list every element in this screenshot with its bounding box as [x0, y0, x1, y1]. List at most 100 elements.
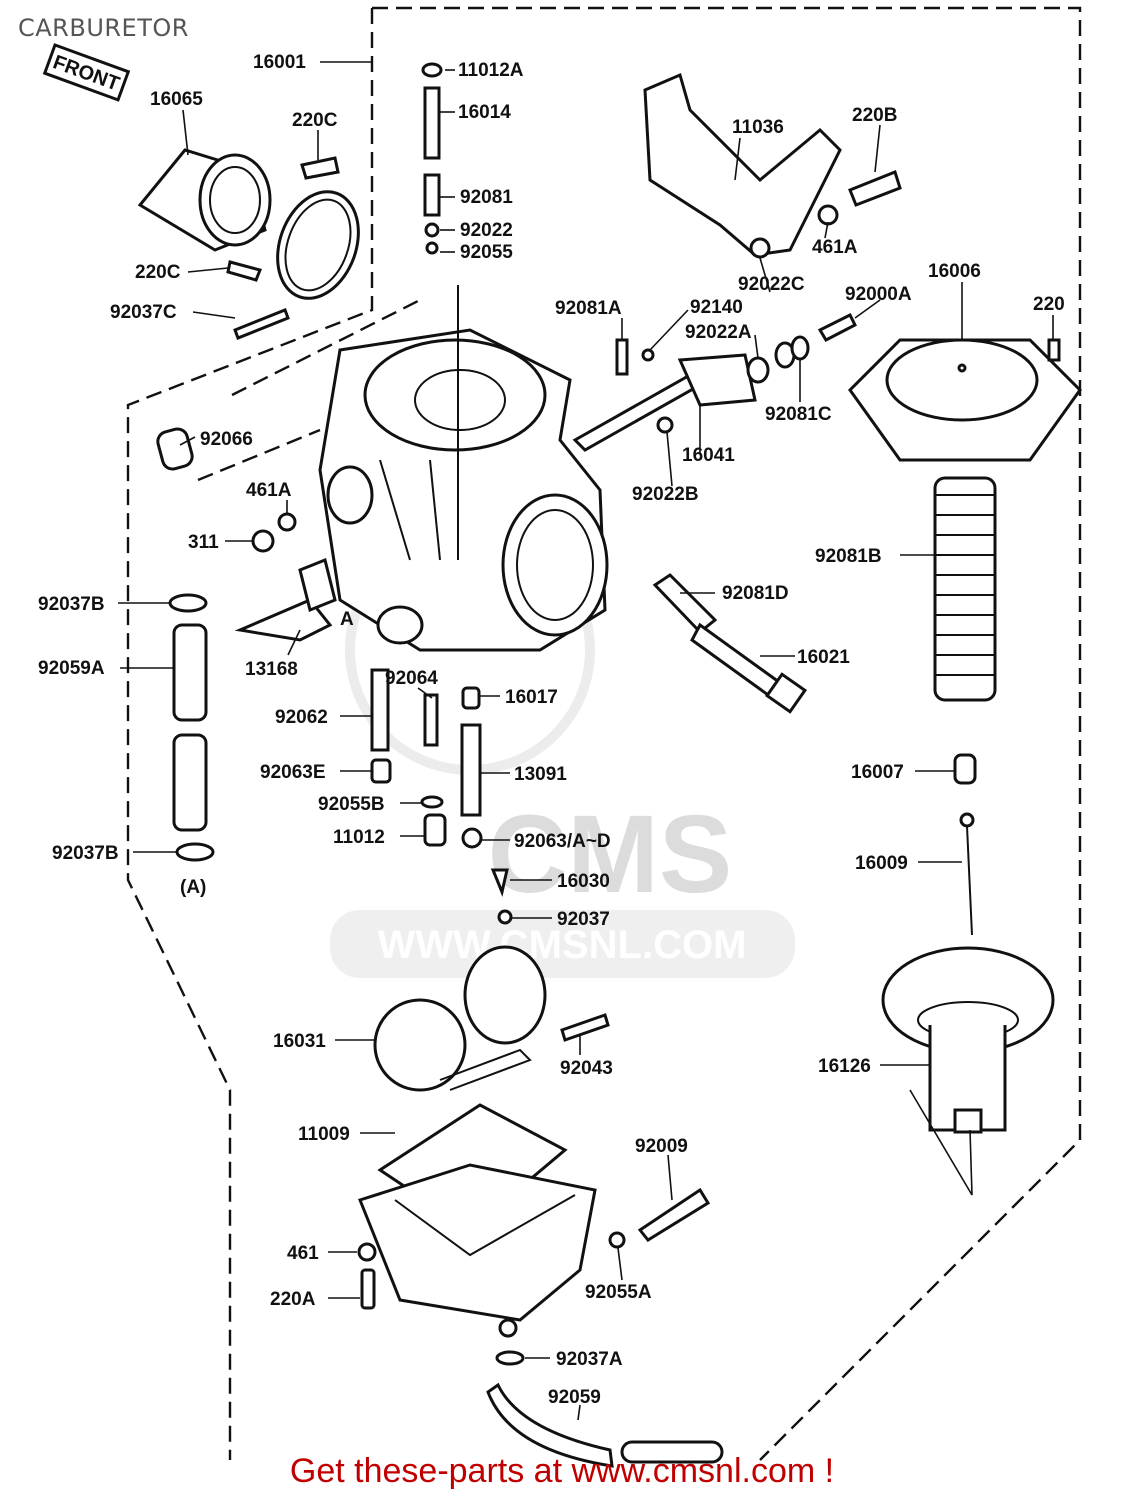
drain-screw-92009-part [637, 1187, 711, 1242]
part-label-11009: 11009 [298, 1124, 350, 1145]
intake-holder-part [137, 148, 272, 252]
screw-220a-part [360, 1268, 376, 1310]
part-label-220: 220 [1033, 294, 1065, 315]
part-label-461a-upper: 461A [812, 237, 858, 258]
cap-92066-part [156, 427, 194, 471]
watermark-url: WWW.CMSNL.COM [378, 923, 747, 967]
diaphragm-spring-part [933, 476, 997, 702]
part-labels: 16001 11012A 16014 16065 220C 92081 9202… [38, 52, 1065, 1408]
part-label-92037c: 92037C [110, 302, 177, 323]
part-label-92081c: 92081C [765, 404, 832, 425]
part-label-92063e: 92063E [260, 762, 326, 783]
part-label-13168: 13168 [245, 659, 298, 680]
part-label-92037a: 92037A [556, 1349, 623, 1370]
part-label-13091: 13091 [514, 764, 567, 785]
part-label-92043: 92043 [560, 1058, 613, 1079]
choke-lever-part [643, 72, 842, 259]
part-label-16021: 16021 [797, 647, 850, 668]
part-label-92081d: 92081D [722, 583, 789, 604]
oring-92055a-part [608, 1231, 626, 1249]
watermark: CMS WWW.CMSNL.COM [330, 525, 795, 978]
part-label-16041: 16041 [682, 445, 735, 466]
part-label-16009: 16009 [855, 853, 908, 874]
part-label-16001: 16001 [253, 52, 306, 73]
bracket-13168-part [234, 598, 333, 642]
page-title: CARBURETOR [18, 14, 189, 42]
part-label-92064: 92064 [385, 668, 438, 689]
part-label-92066: 92066 [200, 429, 253, 450]
clamp-band-part [276, 190, 360, 300]
watermark-logo: CMS [488, 793, 732, 916]
part-label-16126: 16126 [818, 1056, 871, 1077]
part-label-92055a: 92055A [585, 1282, 652, 1303]
part-label-11036: 11036 [732, 117, 784, 138]
washer-461a-part [817, 204, 839, 226]
tube-92059a-part [168, 593, 215, 862]
drain-hose-part [486, 1350, 724, 1468]
jet-needle-16009-part [959, 812, 975, 936]
part-label-92037: 92037 [557, 909, 610, 930]
part-label-461: 461 [287, 1243, 319, 1264]
part-label-220b: 220B [852, 105, 897, 126]
part-label-92062: 92062 [275, 707, 328, 728]
part-label-16006: 16006 [928, 261, 981, 282]
part-label-220c-upper: 220C [292, 110, 338, 131]
part-label-92140: 92140 [690, 297, 743, 318]
screw-220b-part [848, 170, 902, 207]
idle-screw-part [652, 573, 808, 714]
part-label-92022b: 92022B [632, 484, 699, 505]
part-label-16065: 16065 [150, 89, 203, 110]
part-label-92081a: 92081A [555, 298, 622, 319]
front-marker: FRONT [42, 43, 131, 102]
washer-461a-side-part [277, 512, 297, 532]
watermark-banner [330, 910, 795, 978]
part-label-92055b: 92055B [318, 794, 385, 815]
part-label-11012a: 11012A [458, 60, 524, 81]
assembly-boundary [126, 6, 1082, 1461]
part-label-16014: 16014 [458, 102, 511, 123]
screw-311-part [251, 529, 275, 553]
part-label-16007: 16007 [851, 762, 904, 783]
part-label-220a: 220A [270, 1289, 316, 1310]
float-bowl-part [358, 1103, 597, 1338]
part-label-11012: 11012 [333, 827, 385, 848]
part-label-220c-lower: 220C [135, 262, 181, 283]
part-label-92037b-upper: 92037B [38, 594, 105, 615]
needle-holder-16007-part [953, 753, 977, 785]
part-label-92000a: 92000A [845, 284, 912, 305]
part-label-92022c: 92022C [738, 274, 805, 295]
throttle-shaft-part [572, 312, 858, 452]
part-label-92059a: 92059A [38, 658, 105, 679]
float-part [373, 945, 547, 1092]
jet-block-parts [370, 668, 513, 925]
assembly-boundary-inner [197, 298, 421, 482]
footer-link-text[interactable]: Get these-parts at www.cmsnl.com ! [289, 1452, 835, 1490]
part-label-311: 311 [188, 532, 219, 553]
washer-461-part [357, 1242, 377, 1262]
part-label-92037b-lower: 92037B [52, 843, 119, 864]
jet-needle-parts [421, 62, 443, 255]
part-label-16017: 16017 [505, 687, 558, 708]
bracket-tab-part [298, 557, 337, 613]
leader-lines [118, 61, 1054, 1421]
part-label-92009: 92009 [635, 1136, 688, 1157]
part-label-461a-side: 461A [246, 480, 292, 501]
reference-mark-a: A [340, 609, 354, 630]
part-label-16031: 16031 [273, 1031, 326, 1052]
part-label-92063-a-d: 92063/A~D [514, 831, 611, 852]
part-label-92055: 92055 [460, 242, 513, 263]
top-cover-part [848, 338, 1082, 462]
reference-mark-a-paren: (A) [180, 877, 206, 898]
part-label-92022: 92022 [460, 220, 513, 241]
part-label-92059: 92059 [548, 1387, 601, 1408]
part-label-92022a: 92022A [685, 322, 752, 343]
float-pin-part [560, 1013, 610, 1042]
part-label-16030: 16030 [557, 871, 610, 892]
carburetor-body-part [318, 285, 609, 652]
part-label-92081b: 92081B [815, 546, 882, 567]
part-label-92081: 92081 [460, 187, 513, 208]
screw-220c-parts [226, 156, 340, 340]
diaphragm-piston-part [881, 946, 1055, 1134]
front-marker-box [42, 43, 131, 102]
